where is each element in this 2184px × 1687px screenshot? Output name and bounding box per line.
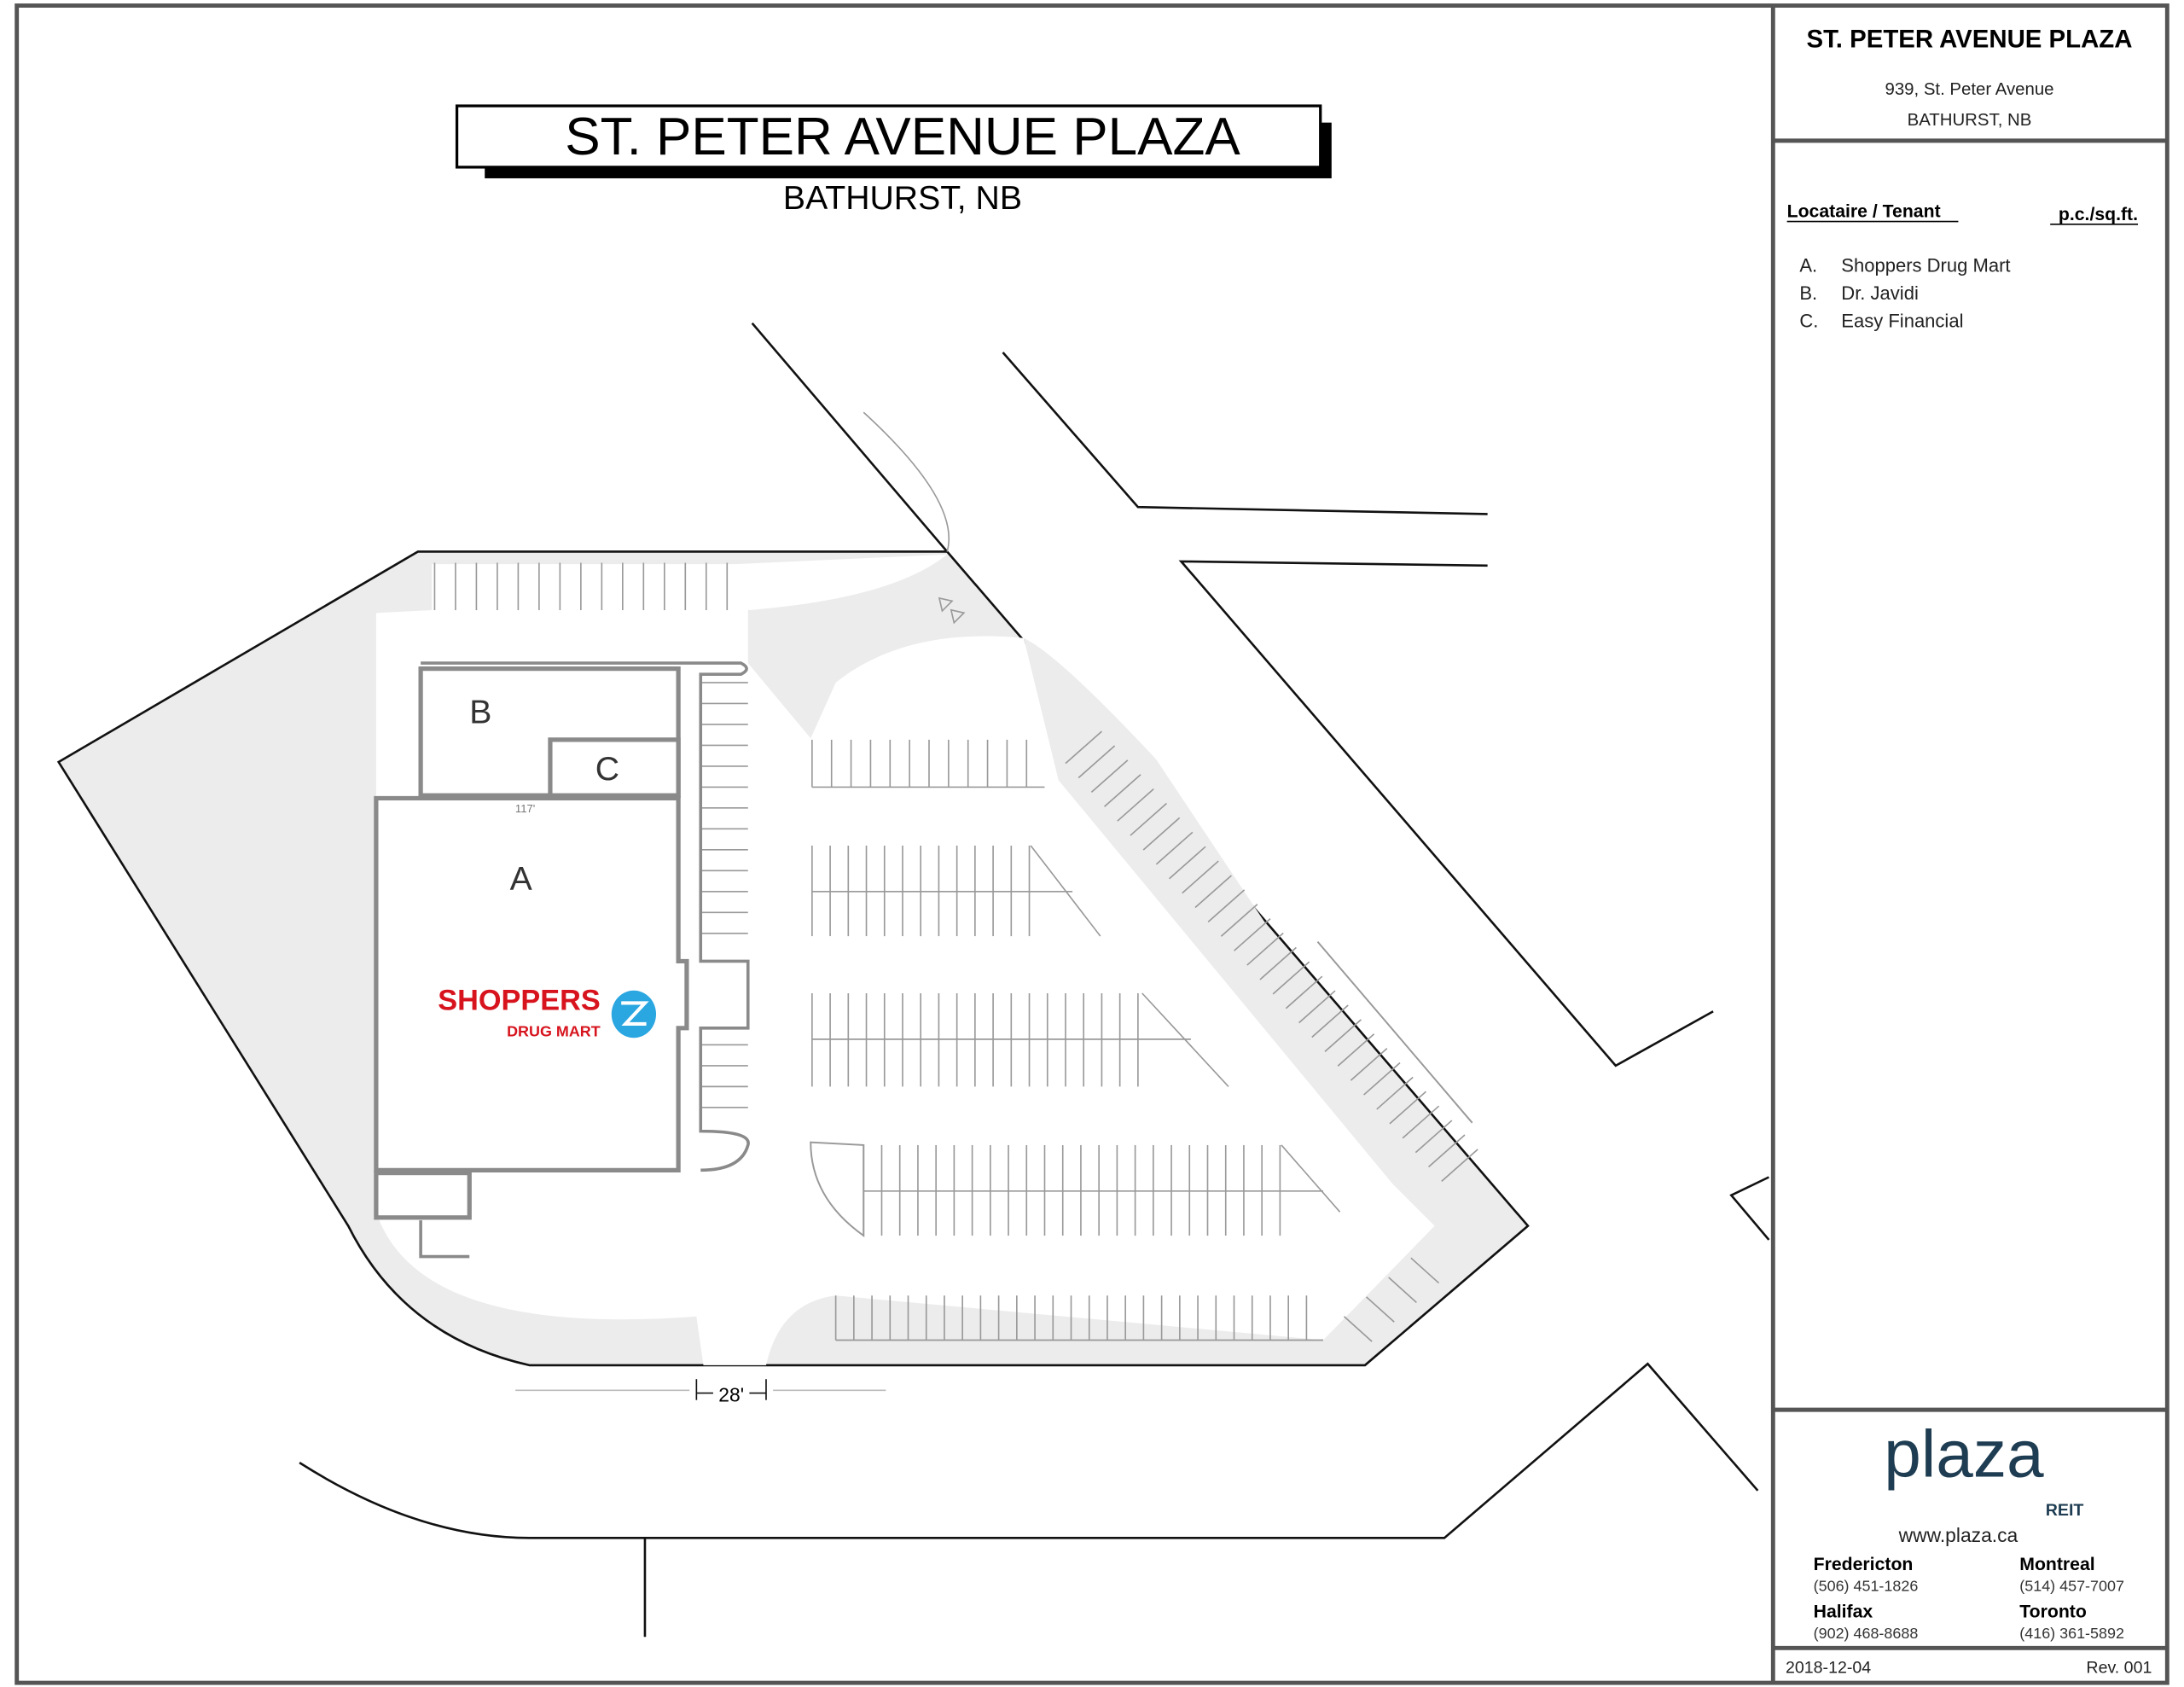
parking-stall-line <box>1130 802 1167 836</box>
parking-stall-line <box>1169 846 1206 880</box>
parking-stall-line <box>1234 918 1271 951</box>
traffic-arrows-icon <box>938 596 966 625</box>
plan-revision: Rev. 001 <box>2086 1659 2152 1678</box>
panel-address: 939, St. Peter Avenue <box>1885 80 2053 99</box>
office-city: Montreal <box>2019 1555 2094 1574</box>
loading-dock <box>374 1170 472 1220</box>
curb-line <box>863 411 950 552</box>
logo-wordmark: plaza <box>1884 1416 2044 1491</box>
parking-stall-line <box>1142 817 1181 851</box>
parking-stall-line <box>1428 1134 1466 1168</box>
tenant-name: Easy Financial <box>1841 311 1963 332</box>
tenant-list: A. Shoppers Drug Mart B. Dr. Javidi C. E… <box>1799 254 2010 331</box>
unit-a <box>374 795 689 1172</box>
road-edge <box>299 1362 1759 1539</box>
dock-outline <box>419 1220 470 1259</box>
road-edge <box>1178 560 1714 1067</box>
panel-title: ST. PETER AVENUE PLAZA <box>1807 26 2133 54</box>
curb-line <box>1316 940 1473 1124</box>
roads <box>299 322 1770 1638</box>
plan-title-block: ST. PETER AVENUE PLAZA BATHURST, NB <box>455 104 1332 217</box>
parking-stall-line <box>1030 845 1101 937</box>
office-phone: (514) 457-7007 <box>2019 1577 2124 1594</box>
parking-stall-line <box>1337 1033 1375 1067</box>
parking-stall-line <box>1285 975 1323 1009</box>
plan-subtitle: BATHURST, NB <box>783 180 1022 217</box>
parking-stall-line <box>1182 860 1219 894</box>
parking-stall-line <box>1281 1144 1341 1213</box>
road-edge <box>751 322 949 553</box>
sidewalk <box>421 661 750 1172</box>
unit-label-c: C <box>595 751 619 788</box>
parking-stall-line <box>1388 1277 1417 1304</box>
building-dimension: 117' <box>515 802 535 815</box>
parking-stall-line <box>1065 730 1102 765</box>
parking-stall-line <box>1077 745 1116 779</box>
parking-stall-line <box>1363 1062 1401 1096</box>
plan-date: 2018-12-04 <box>1786 1659 1871 1678</box>
parking-stall-line <box>1246 932 1284 966</box>
tenant-letter: A. <box>1799 254 1817 276</box>
parking-stall-line <box>1207 889 1246 923</box>
entrance-dimension: 28' <box>515 1379 886 1405</box>
parking-stall-line <box>1376 1076 1414 1110</box>
office-list: Fredericton (506) 451-1826 Montreal (514… <box>1814 1555 2124 1642</box>
parking-stall-line <box>1117 788 1154 822</box>
landscape-strip <box>1024 637 1435 1184</box>
office-phone: (506) 451-1826 <box>1814 1577 1919 1594</box>
parking-stall-line <box>1343 1316 1373 1342</box>
parking-stall-line <box>1220 904 1258 937</box>
panel-city: BATHURST, NB <box>1908 111 2032 130</box>
parking-stall-line <box>1155 831 1194 865</box>
tenant-header: Locataire / Tenant <box>1787 202 1941 222</box>
parking-stall-line <box>1389 1091 1426 1125</box>
plaza-reit-logo: plaza REIT <box>1884 1416 2083 1520</box>
pharmacy-symbol-icon <box>621 1001 649 1026</box>
parking-stall-line <box>1090 759 1129 794</box>
unit-label-a: A <box>510 861 533 898</box>
logo-drug-mart-text: DRUG MART <box>507 1023 601 1040</box>
office-phone: (416) 361-5892 <box>2019 1625 2124 1642</box>
plan-title: ST. PETER AVENUE PLAZA <box>565 108 1240 166</box>
shoppers-drug-mart-logo: SHOPPERS DRUG MART <box>438 985 657 1040</box>
tenant-name: Shoppers Drug Mart <box>1841 254 2010 276</box>
info-panel: ST. PETER AVENUE PLAZA 939, St. Peter Av… <box>1786 26 2152 1678</box>
tenant-letter: C. <box>1799 311 1818 332</box>
unit-c <box>548 737 681 798</box>
area-header: p.c./sq.ft. <box>2059 205 2138 224</box>
logo-reit: REIT <box>2046 1501 2084 1520</box>
tenant-name: Dr. Javidi <box>1841 282 1919 304</box>
unit-label-b: B <box>469 694 491 730</box>
parking-stall-line <box>1141 992 1229 1087</box>
parking-stall-line <box>1311 1004 1349 1038</box>
office-city: Halifax <box>1814 1602 1873 1621</box>
parking-stall-line <box>1272 961 1310 995</box>
title-box <box>455 104 1322 169</box>
parking-stall-line <box>1402 1105 1440 1139</box>
office-city: Fredericton <box>1814 1555 1914 1574</box>
parking-stall-line <box>1414 1120 1453 1154</box>
parking-stalls <box>433 562 1478 1342</box>
road-edge <box>1729 1176 1770 1241</box>
parking-stall-line <box>1441 1149 1478 1183</box>
parking-stall-line <box>1350 1048 1388 1081</box>
road-edge <box>1002 352 1488 515</box>
logo-shoppers-text: SHOPPERS <box>438 985 600 1017</box>
tenant-letter: B. <box>1799 282 1817 304</box>
parking-stall-line <box>1104 774 1141 807</box>
website-link[interactable]: www.plaza.ca <box>1898 1524 2018 1546</box>
parking-stall-line <box>1324 1019 1362 1053</box>
parking-stall-line <box>1194 875 1232 909</box>
parking-stall-line <box>1366 1296 1395 1323</box>
office-phone: (902) 468-8688 <box>1814 1625 1919 1642</box>
office-city: Toronto <box>2019 1602 2087 1621</box>
parking-stall-line <box>1259 946 1297 980</box>
building: B C A 117' <box>374 661 750 1259</box>
parking-stall-line <box>1298 990 1336 1024</box>
parking-stall-line <box>1410 1257 1440 1284</box>
entrance-dimension-label: 28' <box>718 1383 744 1405</box>
